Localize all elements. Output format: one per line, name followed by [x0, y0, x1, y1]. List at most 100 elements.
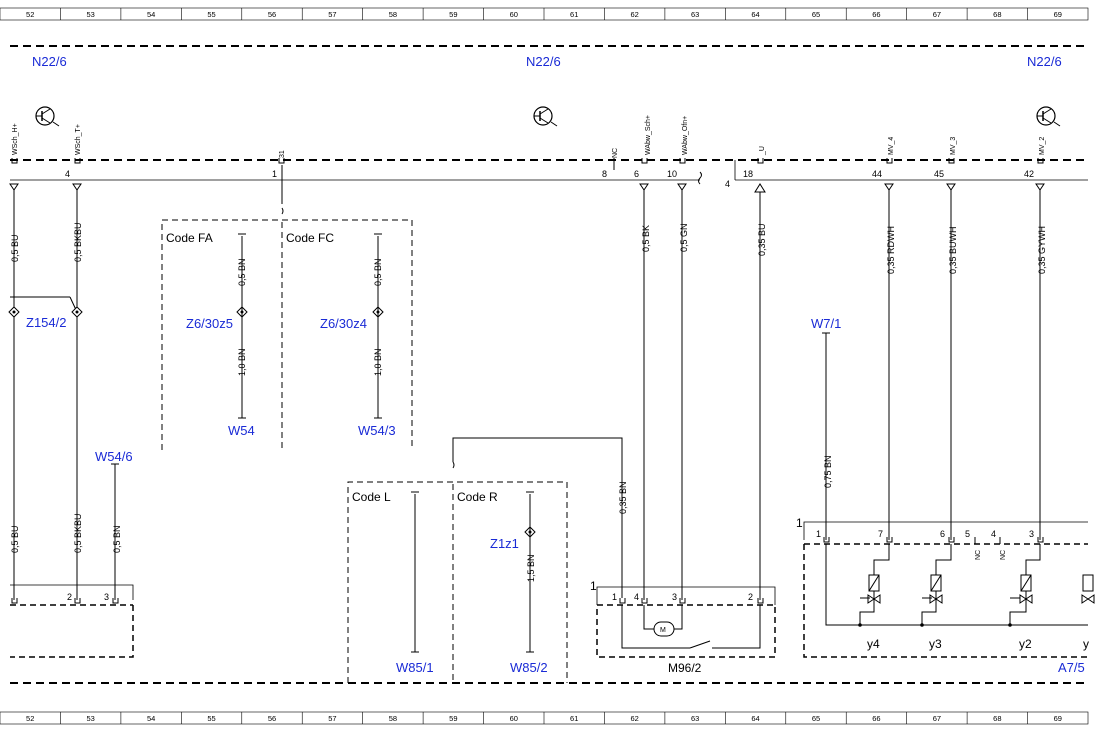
connector-box-left — [10, 605, 134, 658]
ruler-cell-label: 52 — [26, 714, 34, 723]
pin-label-mv2: MV_2 — [1039, 137, 1046, 155]
transistor-icon-center — [533, 106, 558, 127]
pin-label-wsch-t: WSch_T+ — [75, 124, 82, 155]
wire-label: 0,35 GYWH — [1037, 226, 1047, 274]
connector-pin-3: 3 — [104, 592, 109, 602]
ruler-cell-label: 62 — [630, 10, 638, 19]
pin-number-4b: 4 — [725, 179, 730, 189]
a7-pin-3: 3 — [1029, 529, 1034, 539]
ruler-cell-label: 59 — [449, 10, 457, 19]
ruler-cell-label: 60 — [510, 10, 518, 19]
ruler-cell-label: 68 — [993, 10, 1001, 19]
pin-label-u: _U — [759, 146, 766, 156]
component-label-w85-2: W85/2 — [510, 660, 548, 675]
wire-label: 0,5 BKBU — [73, 513, 83, 553]
module-label-left: N22/6 — [32, 54, 67, 69]
code-label-fa: Code FA — [166, 231, 213, 245]
code-label-r: Code R — [457, 490, 498, 504]
motor-box-m96-2 — [596, 604, 776, 658]
pin-label-31: 31 — [279, 150, 286, 158]
ruler-cell-label: 67 — [933, 10, 941, 19]
valve-label-y1: y — [1083, 637, 1089, 651]
ruler-cell-label: 69 — [1054, 10, 1062, 19]
valve-label-y2: y2 — [1019, 637, 1032, 651]
code-box-fa-fc — [161, 219, 413, 450]
ruler-cell-label: 60 — [510, 714, 518, 723]
motor-icon: M — [653, 621, 675, 637]
pin-number-45: 45 — [934, 169, 944, 179]
ruler-cell-label: 66 — [872, 714, 880, 723]
ruler-cell-label: 56 — [268, 10, 276, 19]
a7-pin-4: 4 — [991, 529, 996, 539]
ruler-cell-label: 63 — [691, 714, 699, 723]
pin-label-wabw-sch: WAbw_Sch+ — [645, 115, 652, 155]
a7-pin-1: 1 — [816, 529, 821, 539]
pin-label-mv4: MV_4 — [888, 137, 895, 155]
component-label-z6-30z4: Z6/30z4 — [320, 316, 367, 331]
ruler-cell-label: 61 — [570, 714, 578, 723]
code-label-l: Code L — [352, 490, 391, 504]
pin-label-nc: NC — [612, 148, 619, 158]
pin-label-wsch-h: WSch_H+ — [12, 123, 19, 155]
ruler-cell-label: 53 — [86, 10, 94, 19]
m96-pin-1: 1 — [612, 592, 617, 602]
wire-label: 0,35 BN — [618, 481, 628, 514]
svg-text:M: M — [660, 627, 666, 634]
wire-label: 0,35 RDWH — [886, 226, 896, 274]
connector-pins — [11, 158, 1044, 170]
ruler-cell-label: 55 — [207, 10, 215, 19]
component-label-z154-2: Z154/2 — [26, 315, 66, 330]
valve-block-a7-5 — [803, 544, 1088, 658]
a7-pin-7: 7 — [878, 529, 883, 539]
pin-label-mv3: MV_3 — [950, 137, 957, 155]
ruler-cell-label: 58 — [389, 10, 397, 19]
valve-label-y3: y3 — [929, 637, 942, 651]
ruler-cell-label: 64 — [751, 714, 759, 723]
component-label-w54: W54 — [228, 423, 255, 438]
valve-icon-y1 — [1081, 574, 1095, 604]
pin-number-4: 4 — [65, 169, 70, 179]
break-mark — [698, 171, 702, 185]
ruler-cell-label: 65 — [812, 714, 820, 723]
ruler-cell-label: 62 — [630, 714, 638, 723]
pin-number-8: 8 — [602, 169, 607, 179]
valve-icon-y4 — [867, 574, 881, 604]
wire-label: 0,5 BKBU — [73, 222, 83, 262]
ruler-cell-label: 63 — [691, 10, 699, 19]
splice-icon — [71, 306, 83, 318]
wire-label: 0,5 GN — [679, 223, 689, 252]
pin-label-wabw-ofn: WAbw_Ofn+ — [682, 116, 689, 155]
valve-icon-y2 — [1019, 574, 1033, 604]
wire-label: 0,35 BU — [757, 223, 767, 256]
wire-label: 0,5 BU — [10, 234, 20, 262]
ruler-cell-label: 64 — [751, 10, 759, 19]
ruler-cell-label: 67 — [933, 714, 941, 723]
valve-icon-y3 — [929, 574, 943, 604]
wire-label: 0,5 BU — [10, 525, 20, 553]
wires — [10, 165, 1041, 600]
wire-label: 0,5 BK — [641, 225, 651, 252]
a7-frame-number: 1 — [796, 516, 803, 530]
ruler-cell-label: 52 — [26, 10, 34, 19]
m96-pin-3: 3 — [672, 592, 677, 602]
pin-number-44: 44 — [872, 169, 882, 179]
a7-nc-label: NC — [1000, 550, 1007, 560]
module-label-right: N22/6 — [1027, 54, 1062, 69]
component-label-w54-6: W54/6 — [95, 449, 133, 464]
ruler-cell-label: 65 — [812, 10, 820, 19]
pin-number-6: 6 — [634, 169, 639, 179]
a7-nc-label: NC — [975, 550, 982, 560]
ruler-cell-label: 54 — [147, 10, 155, 19]
pin-number-42: 42 — [1024, 169, 1034, 179]
valve-label-y4: y4 — [867, 637, 880, 651]
ruler-cell-label: 53 — [86, 714, 94, 723]
ruler-cell-label: 57 — [328, 10, 336, 19]
ruler-cell-label: 68 — [993, 714, 1001, 723]
ruler-cell-label: 58 — [389, 714, 397, 723]
component-label-w85-1: W85/1 — [396, 660, 434, 675]
transistor-icon-left — [35, 106, 60, 127]
module-label-center: N22/6 — [526, 54, 561, 69]
